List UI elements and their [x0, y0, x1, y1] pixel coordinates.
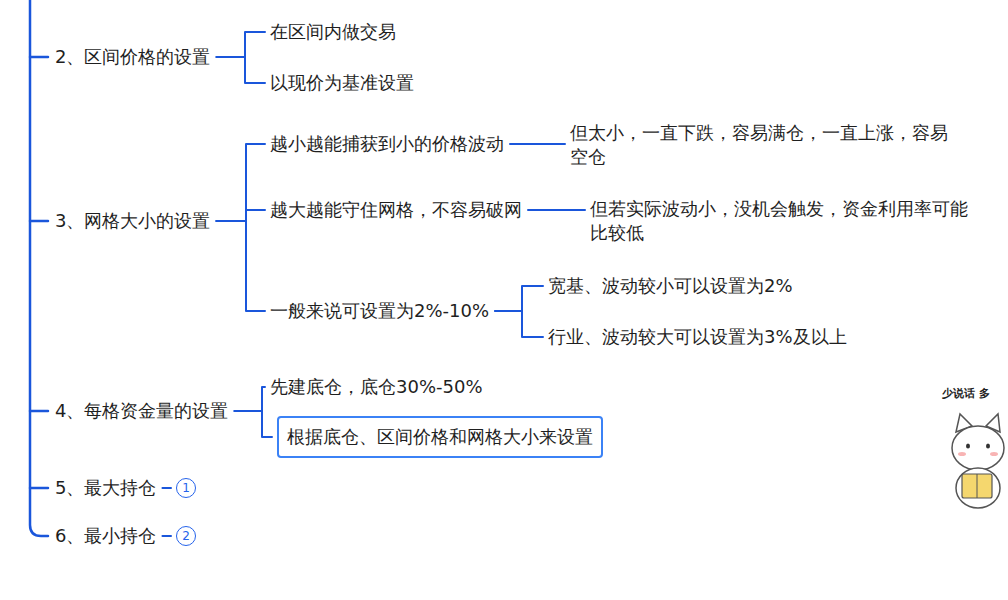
mindmap-spine [30, 0, 48, 536]
topic-node: 2、区间价格的设置 [55, 44, 210, 70]
sticker-text: 少说话 多 [942, 386, 990, 401]
spine-stub [30, 487, 48, 490]
branch-connector [216, 144, 265, 221]
node-text: 行业、波动较大可以设置为3%及以上 [548, 325, 847, 349]
node-text: 先建底仓，底仓30%-50% [270, 375, 483, 399]
node-text: 2、区间价格的设置 [55, 45, 210, 69]
subtopic-node: 在区间内做交易 [270, 19, 396, 45]
subtopic-node: 以现价为基准设置 [270, 70, 414, 96]
selected-topic-box: 根据底仓、区间价格和网格大小来设置 [277, 416, 603, 458]
spine-stub [30, 410, 48, 413]
cat-body [956, 468, 1000, 508]
cat-book [962, 474, 992, 498]
node-text: 5、最大持仓 [55, 476, 156, 500]
cat-head [952, 426, 1004, 470]
topic-node: 3、网格大小的设置 [55, 208, 210, 234]
branch-connector [510, 143, 565, 145]
node-text: 越大越能守住网格，不容易破网 [270, 198, 522, 222]
subtopic-node: 一般来说可设置为2%-10% [270, 298, 489, 324]
node-text: 根据底仓、区间价格和网格大小来设置 [287, 425, 593, 449]
node-text: 2 [177, 527, 195, 545]
node-text: 以现价为基准设置 [270, 71, 414, 95]
branch-connector [162, 487, 171, 489]
node-text: 6、最小持仓 [55, 524, 156, 548]
subtopic-node: 越小越能捕获到小的价格波动 [270, 131, 504, 157]
count-badge: 1 [176, 478, 196, 498]
cat-cheek [958, 452, 966, 456]
count-badge: 2 [176, 526, 196, 546]
subtopic-node: 宽基、波动较小可以设置为2% [548, 273, 793, 299]
note-node: 但若实际波动小，没机会触发，资金利用率可能比较低 [590, 196, 980, 246]
topic-node: 4、每格资金量的设置 [55, 398, 228, 424]
book-spine [977, 474, 978, 498]
subtopic-node: 越大越能守住网格，不容易破网 [270, 197, 522, 223]
subtopic-node: 行业、波动较大可以设置为3%及以上 [548, 324, 847, 350]
branch-connector [234, 387, 265, 411]
topic-node: 6、最小持仓 [55, 523, 156, 549]
node-text: 越小越能捕获到小的价格波动 [270, 132, 504, 156]
topic-node: 5、最大持仓 [55, 475, 156, 501]
cat-eye [966, 444, 970, 449]
branch-connector [216, 221, 265, 311]
node-text: 但太小，一直下跌，容易满仓，一直上涨，容易空仓 [570, 121, 960, 169]
branch-connector [495, 311, 543, 337]
node-text: 宽基、波动较小可以设置为2% [548, 274, 793, 298]
spine-stub [30, 56, 48, 59]
branch-connector [528, 209, 585, 211]
branch-connector [495, 286, 543, 311]
cat-eye [986, 444, 990, 449]
node-text: 在区间内做交易 [270, 20, 396, 44]
node-text: 但若实际波动小，没机会触发，资金利用率可能比较低 [590, 197, 980, 245]
node-text: 1 [177, 479, 195, 497]
node-text: 4、每格资金量的设置 [55, 399, 228, 423]
node-text: 一般来说可设置为2%-10% [270, 299, 489, 323]
node-text: 3、网格大小的设置 [55, 209, 210, 233]
branch-connector [216, 32, 265, 57]
cat-sticker [952, 414, 1004, 508]
spine-line [30, 0, 48, 536]
branch-connector [162, 535, 171, 537]
spine-stub [30, 220, 48, 223]
branch-connector [216, 210, 265, 221]
branch-connector [234, 411, 272, 437]
branch-connector [216, 57, 265, 83]
note-node: 但太小，一直下跌，容易满仓，一直上涨，容易空仓 [570, 120, 960, 170]
subtopic-node: 先建底仓，底仓30%-50% [270, 374, 483, 400]
cat-cheek [990, 452, 998, 456]
